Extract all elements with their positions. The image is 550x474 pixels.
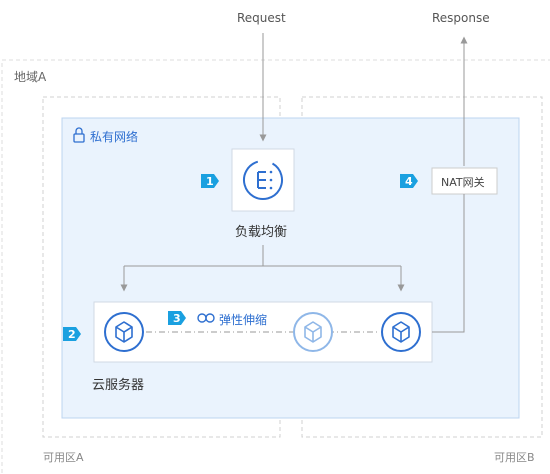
region-box bbox=[1, 59, 550, 474]
cube-icon bbox=[381, 312, 421, 352]
vpc-label: 私有网络 bbox=[90, 130, 139, 144]
zone-a-label: 可用区A bbox=[43, 451, 84, 464]
cube-icon bbox=[104, 312, 144, 352]
zone-b-label: 可用区B bbox=[494, 451, 535, 464]
nat-box bbox=[431, 167, 498, 195]
badge-2: 2 bbox=[63, 327, 81, 341]
svg-text:2: 2 bbox=[68, 328, 76, 341]
svg-text:4: 4 bbox=[405, 175, 413, 188]
svg-text:1: 1 bbox=[206, 175, 214, 188]
svg-text:3: 3 bbox=[173, 312, 181, 325]
lock-icon bbox=[73, 127, 85, 143]
badge-3: 3 bbox=[168, 311, 186, 325]
cvm-to-nat-line bbox=[432, 194, 465, 333]
region-label: 地域A bbox=[14, 70, 47, 84]
load-balancer-icon bbox=[243, 160, 283, 200]
request-label: Request bbox=[237, 11, 286, 25]
cube-icon bbox=[293, 312, 333, 352]
badge-4: 4 bbox=[400, 174, 418, 188]
lb-fanout bbox=[120, 245, 405, 292]
autoscale-label: 弹性伸缩 bbox=[219, 313, 268, 327]
lb-label: 负载均衡 bbox=[235, 225, 288, 240]
response-label: Response bbox=[432, 11, 490, 25]
cvm-label: 云服务器 bbox=[92, 378, 145, 393]
nat-label: NAT网关 bbox=[441, 176, 485, 189]
scaling-icon bbox=[197, 313, 215, 323]
badge-1: 1 bbox=[201, 174, 219, 188]
